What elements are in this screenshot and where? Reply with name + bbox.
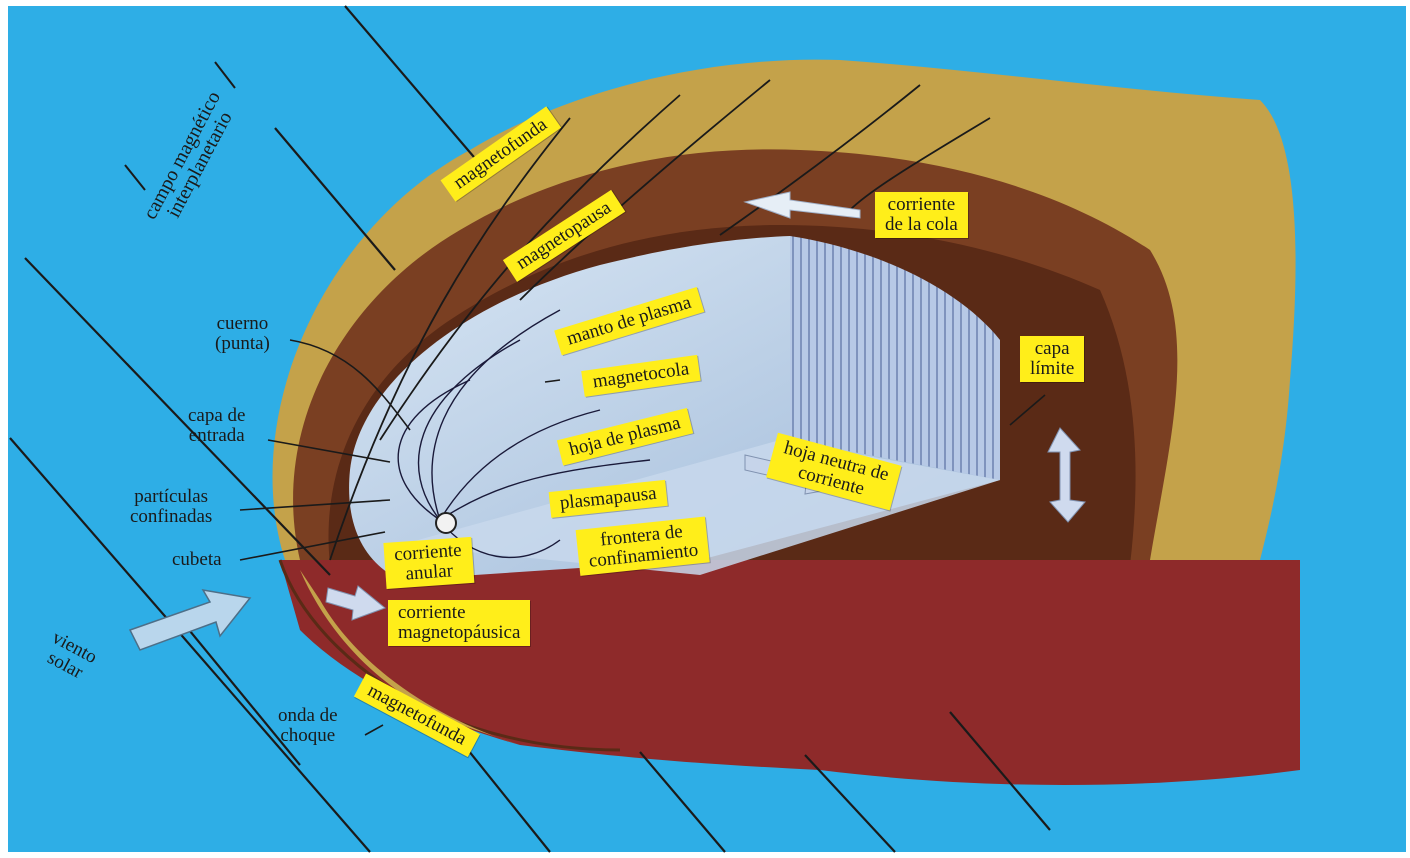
label-corriente-anular: corriente anular: [383, 537, 474, 589]
label-corriente-cola: corriente de la cola: [875, 192, 968, 238]
earth: [436, 513, 456, 533]
label-onda-choque: onda de choque: [278, 706, 338, 746]
label-cubeta: cubeta: [172, 550, 222, 570]
label-capa-entrada: capa de entrada: [188, 406, 245, 446]
label-particulas: partículas confinadas: [130, 487, 212, 527]
label-capa-limite: capa límite: [1020, 336, 1084, 382]
label-cuerno: cuerno (punta): [215, 314, 270, 354]
label-corriente-magnetopausica: corriente magnetopáusica: [388, 600, 530, 646]
